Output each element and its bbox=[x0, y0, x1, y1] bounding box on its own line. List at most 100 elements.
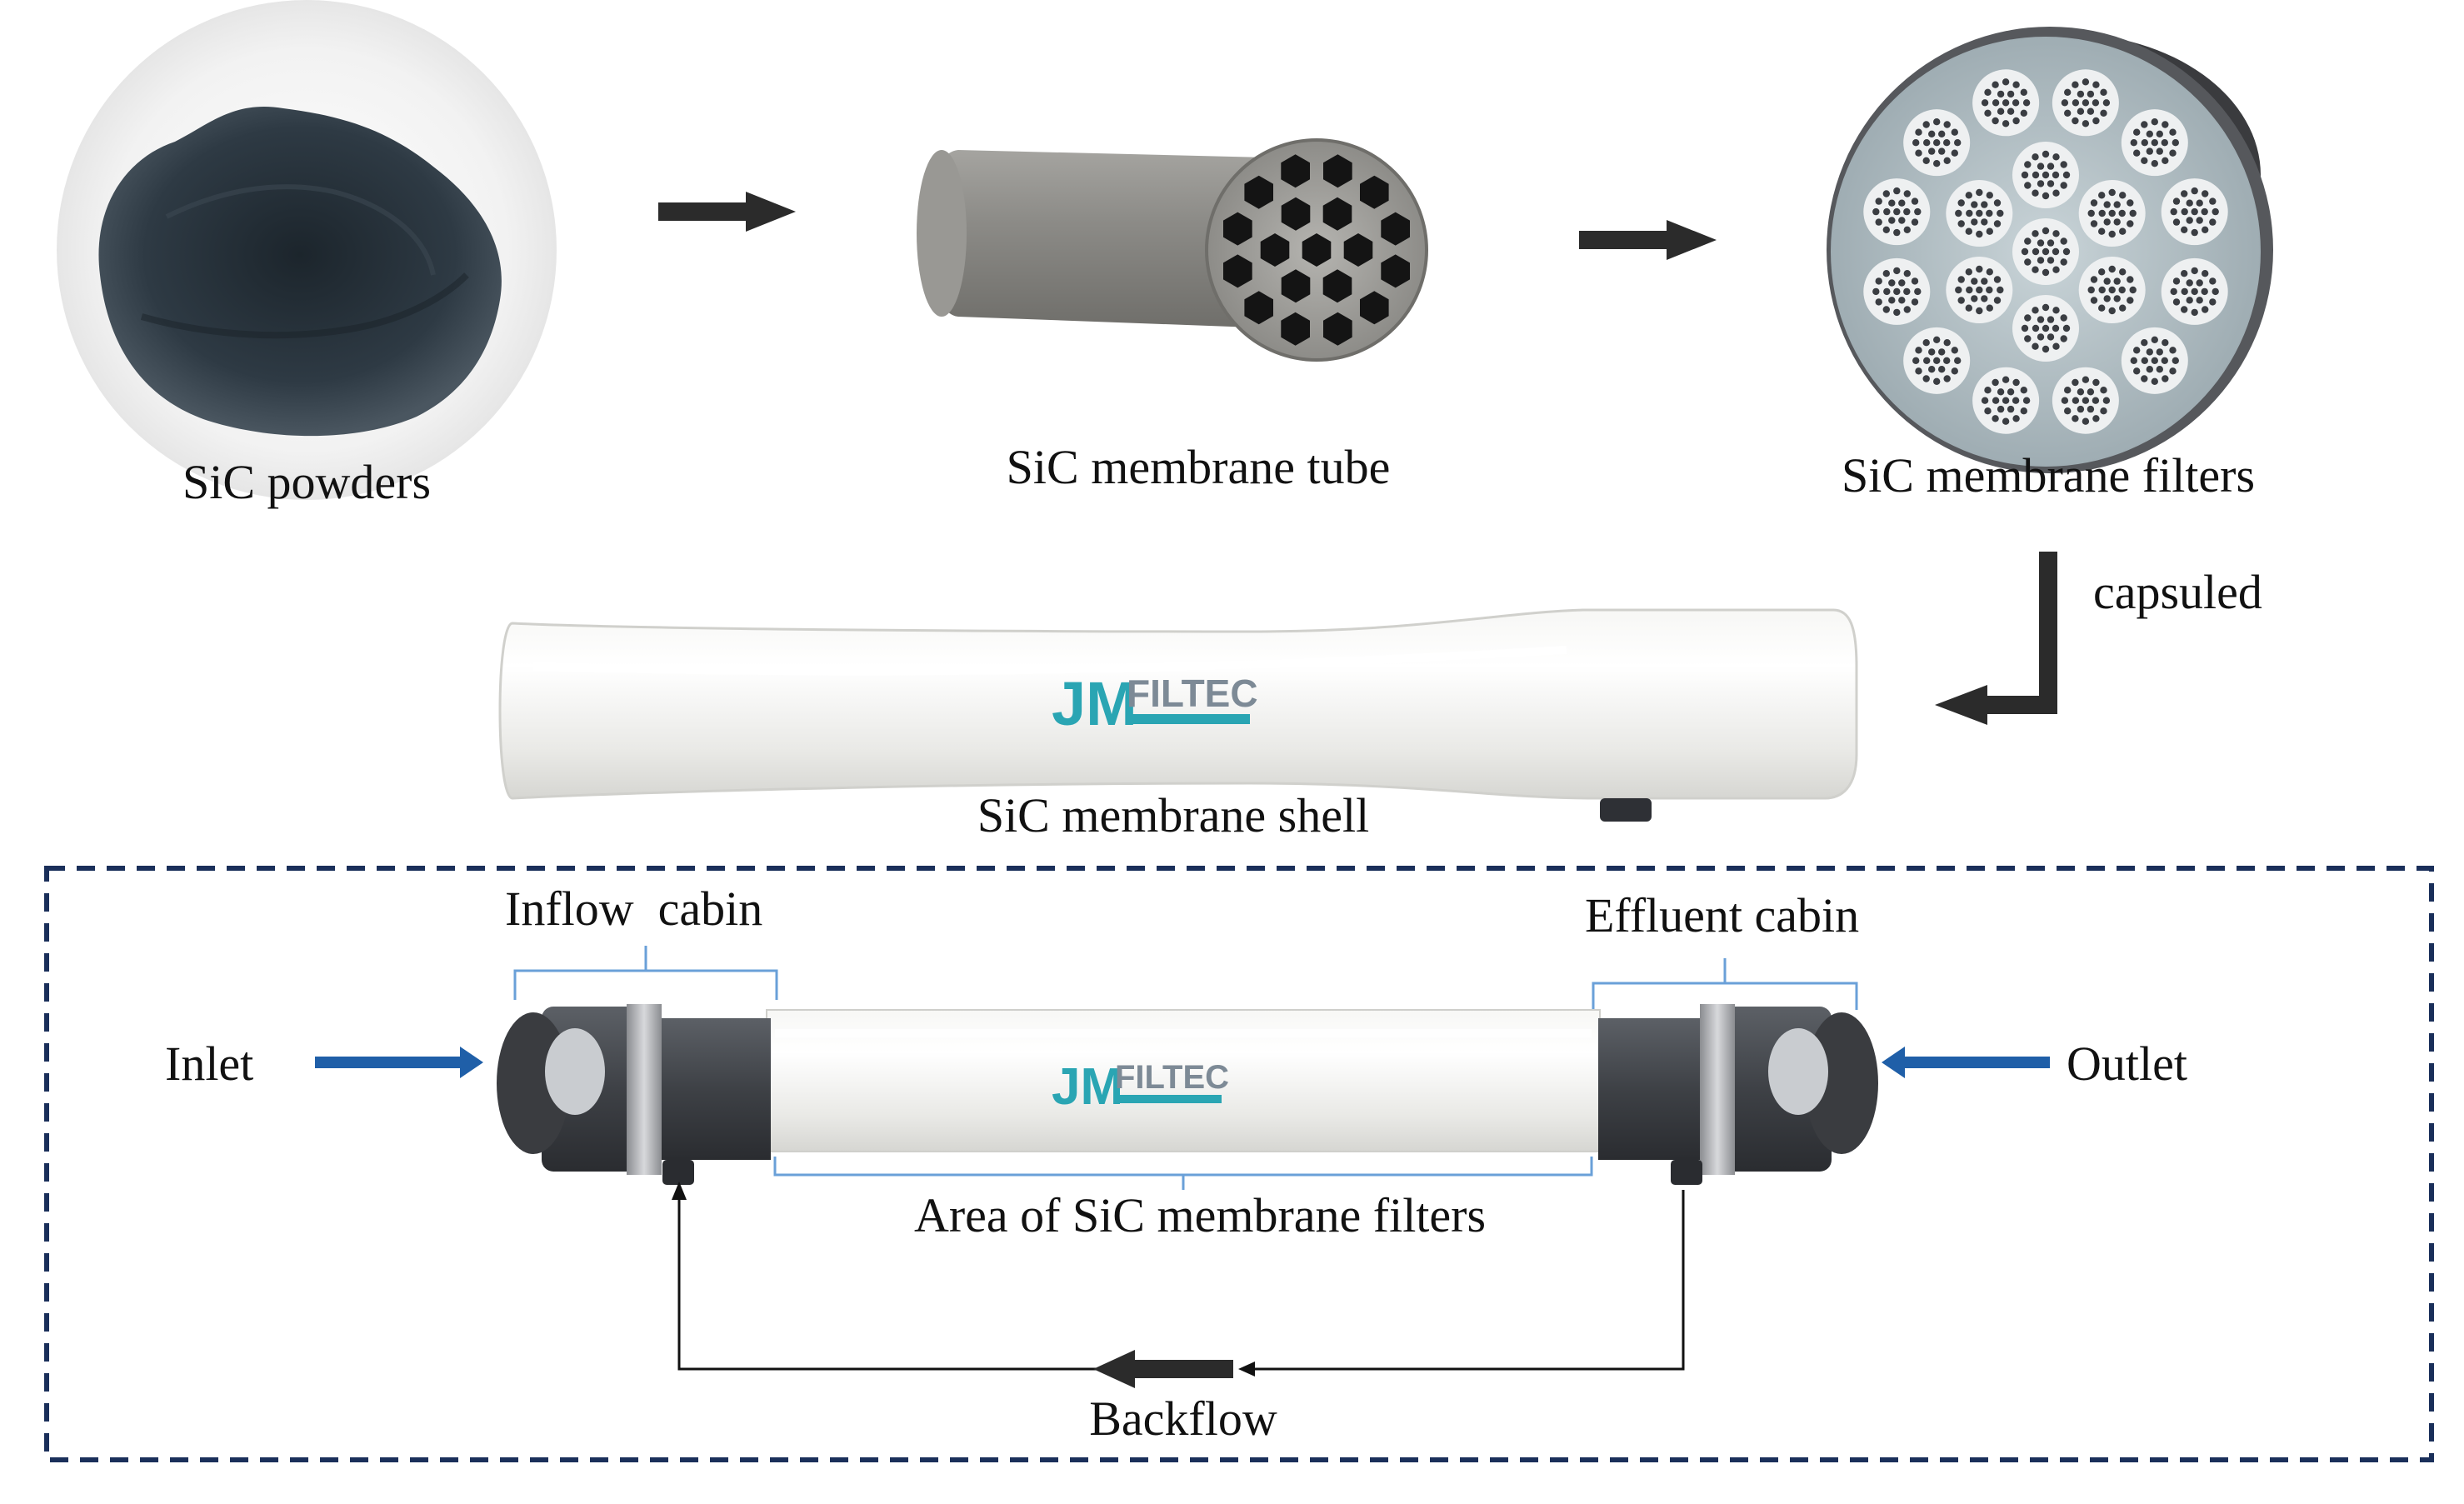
filter-channel-dot bbox=[1882, 190, 1890, 197]
filter-channel-dot bbox=[2209, 218, 2217, 226]
filter-channel-dot bbox=[2002, 397, 2010, 404]
filter-channel-dot bbox=[2020, 109, 2027, 117]
filter-channel-dot bbox=[2202, 270, 2209, 277]
filter-channel-dot bbox=[2037, 316, 2045, 323]
tube-channel bbox=[1281, 197, 1311, 231]
filter-channel-dot bbox=[1955, 209, 1962, 217]
filter-channel-dot bbox=[2042, 303, 2050, 312]
filter-channel-dot bbox=[1882, 306, 1890, 313]
filter-channel-dot bbox=[1938, 130, 1946, 137]
label-sic-membrane-tube: SiC membrane tube bbox=[1007, 440, 1391, 494]
filter-channel-dot bbox=[2209, 277, 2217, 285]
tube-channel bbox=[1360, 175, 1389, 209]
filter-channel-dot bbox=[2113, 295, 2121, 302]
filter-channel-dot bbox=[2077, 405, 2085, 413]
tube-channel bbox=[1322, 197, 1352, 231]
filter-channel-dot bbox=[2077, 107, 2085, 115]
filter-channel-dot bbox=[2181, 306, 2188, 313]
membrane-assembly-image: JM FILTEC bbox=[497, 1004, 1878, 1185]
filter-channel-dot bbox=[2172, 357, 2179, 364]
filter-channel-dot bbox=[2141, 339, 2148, 347]
filter-channel-dot bbox=[1965, 304, 1972, 312]
filter-channel-dot bbox=[2129, 286, 2137, 294]
filter-channel-dot bbox=[1922, 375, 1930, 382]
filter-channel-dot bbox=[2037, 239, 2045, 247]
filter-channel-dot bbox=[2118, 286, 2126, 294]
filter-channel-dot bbox=[2024, 258, 2032, 266]
filter-channel-dot bbox=[2087, 209, 2095, 217]
filter-channel-dot bbox=[1943, 121, 1951, 128]
filter-channel-dot bbox=[1986, 268, 1993, 276]
filter-channel-dot bbox=[1966, 209, 1973, 217]
filter-channel-dot bbox=[1903, 287, 1911, 296]
filter-channel-dot bbox=[1903, 207, 1911, 216]
filter-channel-dot bbox=[2002, 120, 2010, 127]
filter-channel-dot bbox=[1933, 336, 1941, 343]
label-capsuled: capsuled bbox=[2093, 565, 2262, 619]
filter-channel-dot bbox=[1911, 298, 1919, 306]
filter-channel-dot bbox=[2037, 180, 2045, 187]
filter-channel-dot bbox=[2108, 188, 2116, 197]
assembly-logo-mark: JM bbox=[1052, 1058, 1123, 1116]
filter-channel-dot bbox=[2090, 199, 2098, 207]
filter-channel-dot bbox=[2172, 298, 2181, 306]
filter-channel-dot bbox=[2012, 415, 2020, 422]
filter-channel-dot bbox=[2072, 81, 2079, 88]
filter-channel-dot bbox=[2156, 147, 2163, 155]
filter-channel-dot bbox=[2191, 308, 2198, 317]
filter-channel-dot bbox=[1971, 277, 1978, 285]
label-sic-membrane-filters: SiC membrane filters bbox=[1842, 448, 2255, 502]
filter-channel-dot bbox=[2002, 376, 2010, 383]
filter-channel-dot bbox=[2090, 276, 2098, 283]
filter-channel-dot bbox=[2082, 99, 2090, 107]
filter-channel-dot bbox=[2002, 78, 2010, 86]
filter-channel-dot bbox=[2191, 267, 2198, 275]
filter-channel-dot bbox=[1986, 192, 1993, 199]
filter-channel-dot bbox=[2072, 415, 2079, 422]
filter-channel-dot bbox=[2113, 218, 2121, 226]
filter-channel-dot bbox=[2156, 366, 2163, 373]
tube-channel bbox=[1302, 233, 1332, 267]
filter-channel-dot bbox=[1882, 270, 1890, 277]
filter-channel-dot bbox=[1965, 227, 1972, 235]
filter-channel-dot bbox=[2162, 339, 2169, 347]
filter-channel-dot bbox=[1893, 207, 1901, 216]
filter-channel-dot bbox=[1898, 297, 1906, 304]
filter-channel-dot bbox=[2052, 171, 2060, 179]
filter-channel-dot bbox=[1981, 397, 1989, 404]
filter-channel-dot bbox=[2172, 139, 2179, 147]
filter-channel-dot bbox=[2042, 345, 2050, 353]
arrow-outlet bbox=[1882, 1047, 2050, 1078]
filter-channel-dot bbox=[2052, 266, 2060, 273]
filter-channel-dot bbox=[2032, 266, 2039, 273]
filter-channel-dot bbox=[2141, 357, 2148, 364]
filter-channel-dot bbox=[2103, 218, 2111, 226]
filter-channel-dot bbox=[2181, 207, 2188, 216]
sic-membrane-tube-image bbox=[917, 138, 1428, 362]
filter-channel-dot bbox=[1888, 297, 1896, 304]
filter-channel-dot bbox=[2118, 209, 2126, 217]
filter-channel-dot bbox=[2141, 375, 2148, 382]
filter-channel-dot bbox=[1875, 298, 1882, 306]
filter-channel-dot bbox=[2172, 218, 2181, 226]
filter-channel-dot bbox=[1984, 88, 1992, 97]
filter-channel-dot bbox=[2087, 286, 2095, 294]
filter-channel-dot bbox=[2087, 388, 2095, 396]
filter-channel-dot bbox=[2022, 99, 2031, 107]
filter-channel-dot bbox=[1993, 276, 2002, 283]
filter-channel-dot bbox=[2119, 227, 2127, 235]
logo-name: FILTEC bbox=[1127, 672, 1258, 715]
arrow-capsuled bbox=[1935, 552, 2057, 725]
filter-channel-dot bbox=[1976, 286, 1983, 294]
filter-channel-dot bbox=[1957, 297, 1965, 304]
filter-channel-dot bbox=[2077, 388, 2085, 396]
filter-channel-dot bbox=[2060, 314, 2067, 322]
assembly-logo: JM FILTEC bbox=[1052, 1058, 1229, 1116]
filter-channel-dot bbox=[1992, 99, 2000, 107]
filter-channel-dot bbox=[2161, 357, 2168, 364]
tube-channel bbox=[1323, 154, 1352, 188]
filter-channel-dot bbox=[2042, 171, 2050, 179]
filter-channel-dot bbox=[1893, 187, 1901, 195]
filter-channel-dot bbox=[2042, 192, 2050, 200]
filter-channel-dot bbox=[1911, 197, 1919, 205]
